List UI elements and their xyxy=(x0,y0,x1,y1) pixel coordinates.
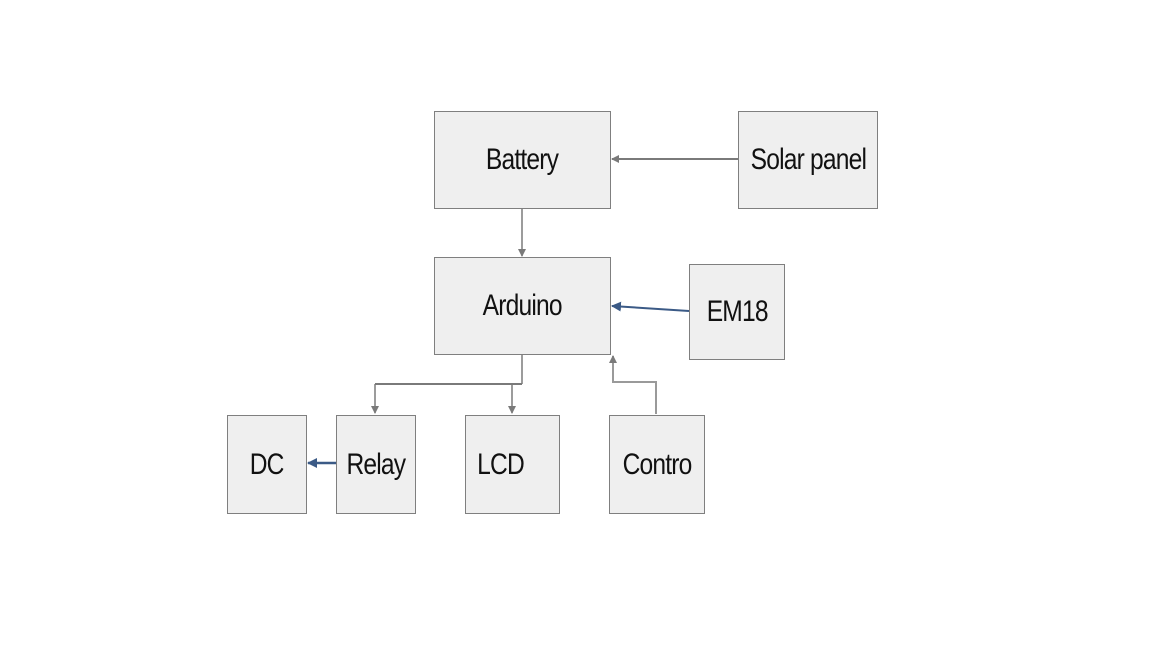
relay-label: Relay xyxy=(346,447,407,481)
battery-label: Battery xyxy=(486,143,559,176)
dc-label: DC xyxy=(250,447,285,481)
contro-label: Contro xyxy=(622,447,693,481)
lcd-label: LCD xyxy=(477,447,525,481)
solar-panel-label: Solar panel xyxy=(750,143,866,176)
em18-label: EM18 xyxy=(706,295,769,328)
dc-block: DC xyxy=(227,415,307,514)
contro-block: Contro xyxy=(609,415,705,514)
arduino-block: Arduino xyxy=(434,257,611,355)
arduino-label: Arduino xyxy=(482,289,563,322)
em18-block: EM18 xyxy=(689,264,785,360)
wire-em18-to-arduino xyxy=(611,301,690,312)
solar-panel-block: Solar panel xyxy=(738,111,878,209)
battery-block: Battery xyxy=(434,111,611,209)
wire-contro-to-arduino xyxy=(609,355,657,414)
relay-block: Relay xyxy=(336,415,416,514)
lcd-block: LCD xyxy=(465,415,560,514)
